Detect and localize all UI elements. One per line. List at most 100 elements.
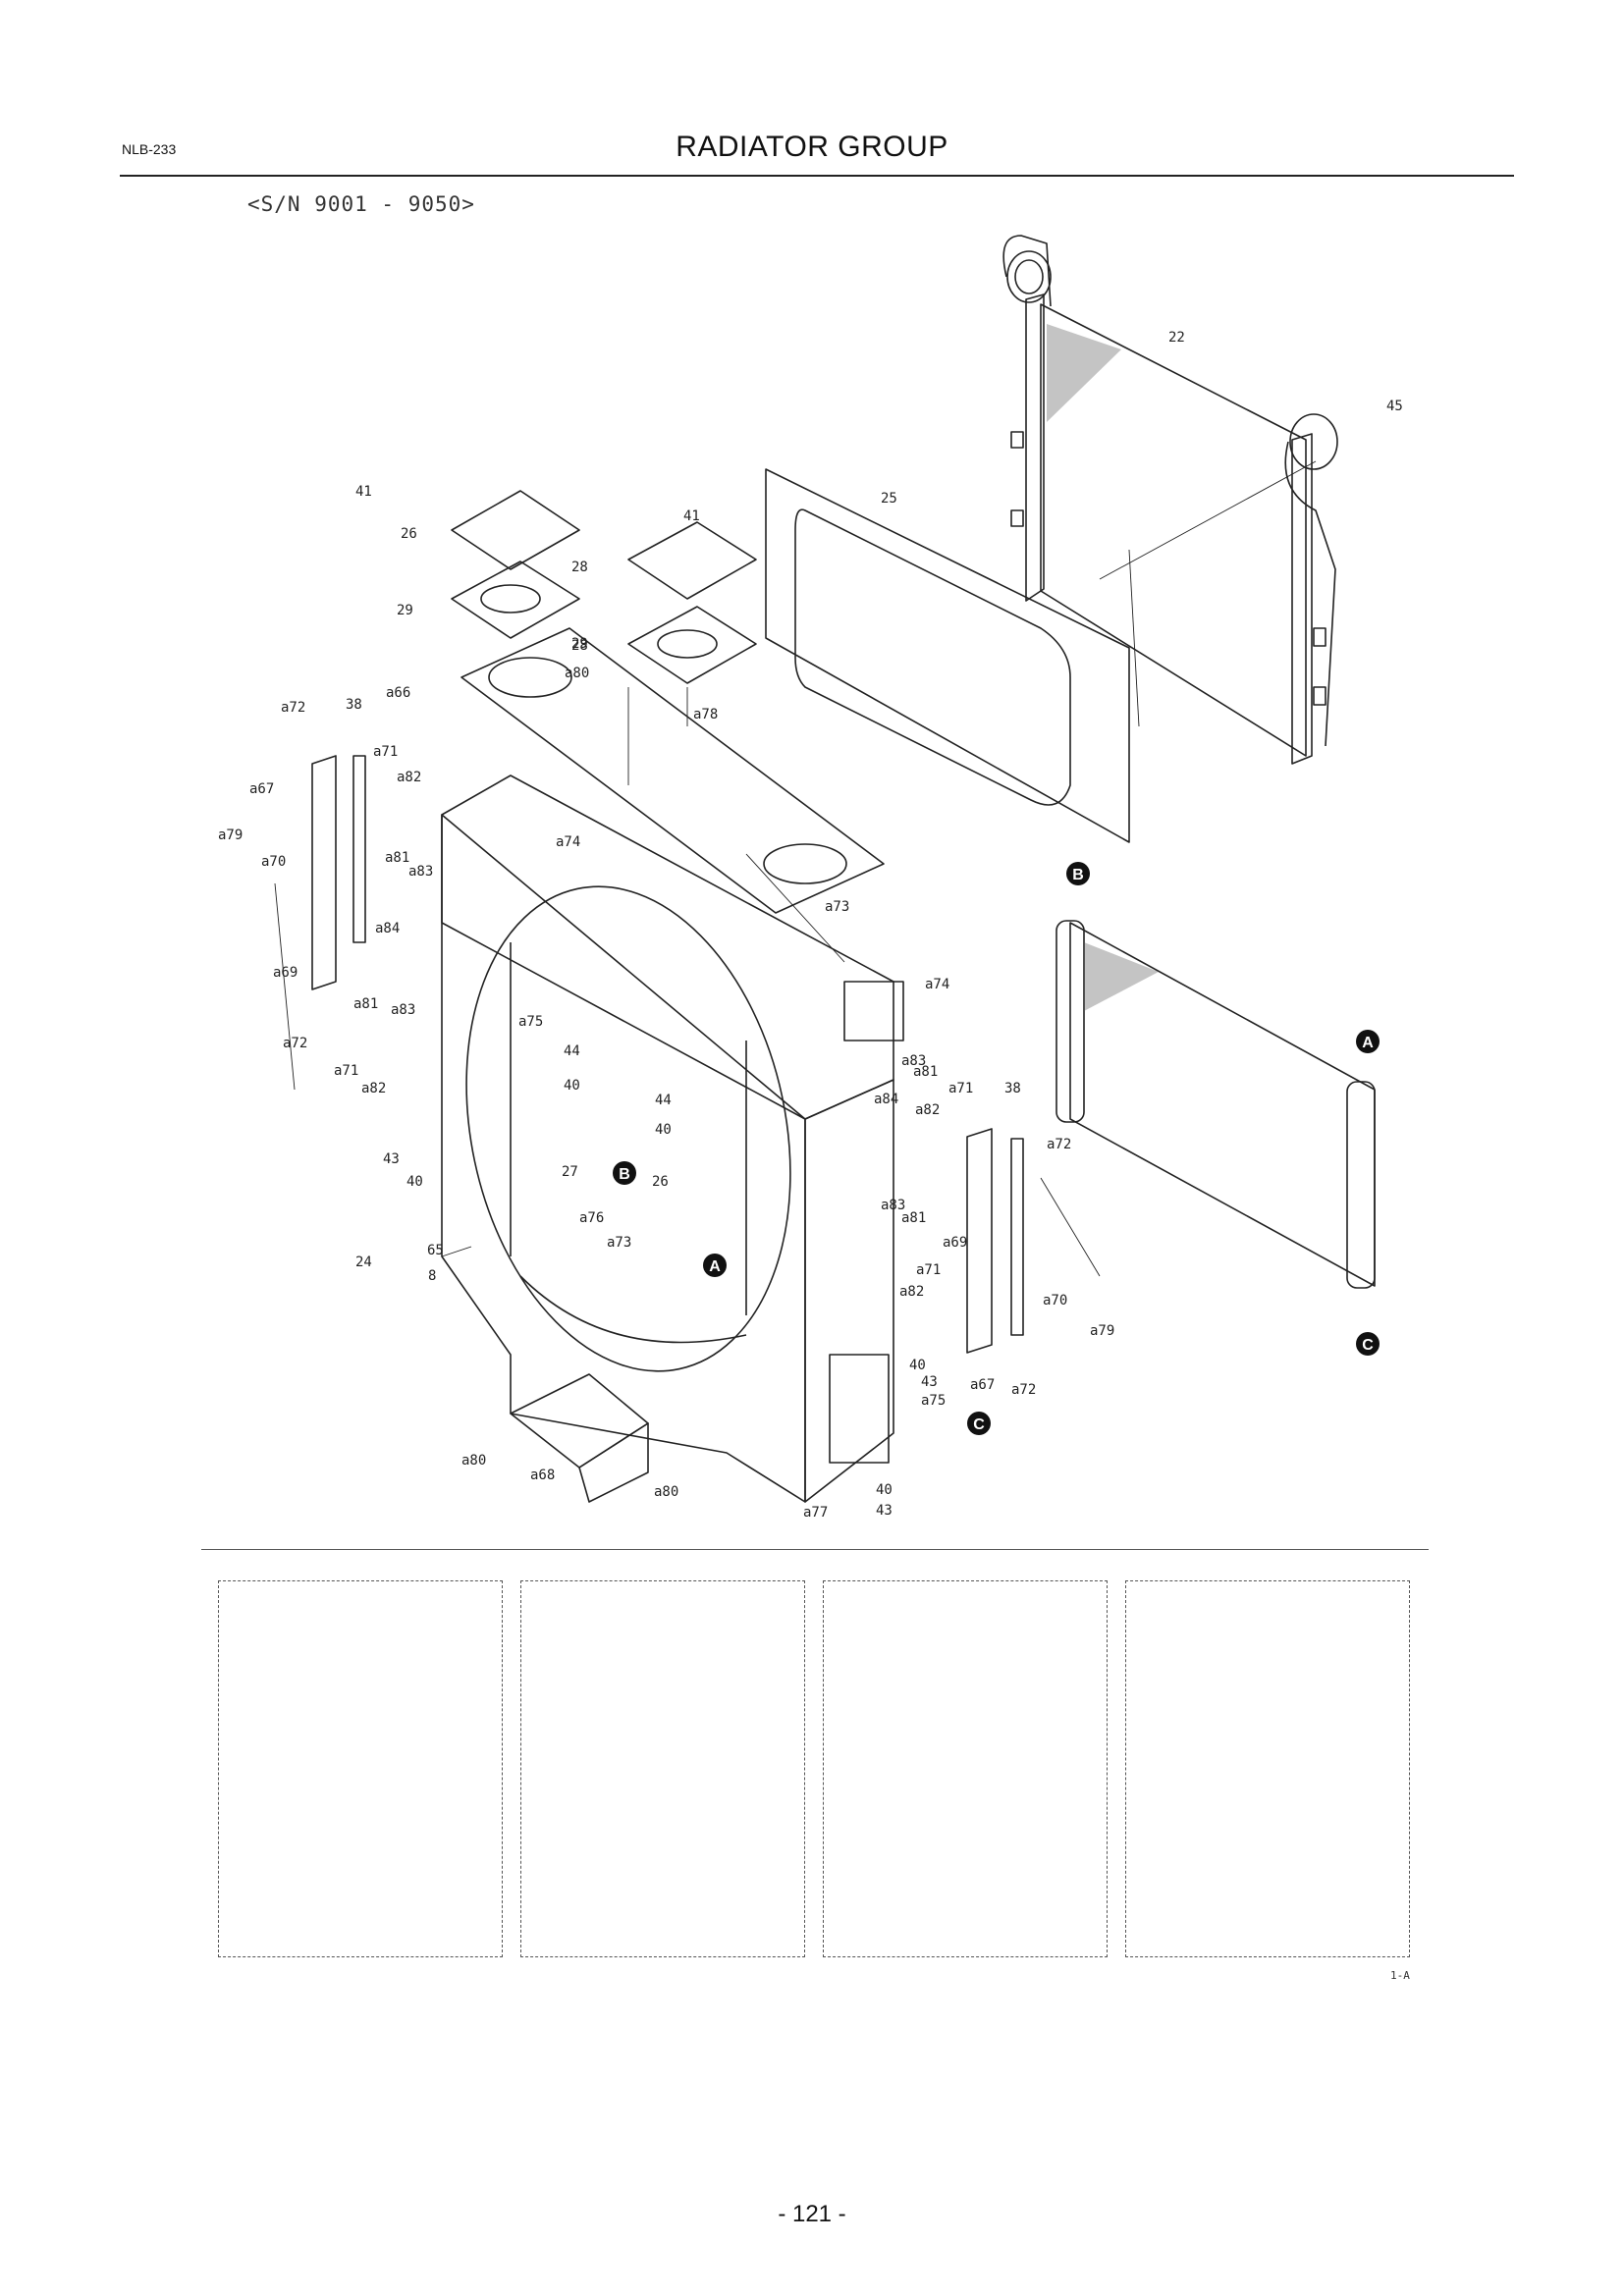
callout-40: 40 [876,1482,893,1498]
callout-41: 41 [355,484,372,500]
callout-43: 43 [876,1503,893,1519]
ref-marker-a [1356,1030,1380,1053]
ref-marker-b [613,1161,636,1185]
callout-a77: a77 [803,1505,828,1521]
callout-44: 44 [655,1093,672,1108]
callout-a72: a72 [1047,1137,1071,1152]
page-title: RADIATOR GROUP [676,131,948,163]
callout-a76: a76 [579,1210,604,1226]
callout-a83: a83 [901,1053,926,1069]
figure-reference: 1-A [1390,1969,1410,1982]
callout-43: 43 [921,1374,938,1390]
callout-a73: a73 [825,899,849,915]
callout-a81: a81 [353,996,378,1012]
callout-a66: a66 [386,685,410,701]
callout-a84: a84 [375,921,400,936]
callout-a81: a81 [385,850,409,866]
callout-29: 29 [397,603,413,618]
serial-range: <S/N 9001 - 9050> [247,192,475,216]
callout-a82: a82 [915,1102,940,1118]
callout-a71: a71 [334,1063,358,1079]
top-plate [460,627,885,914]
callout-8: 8 [428,1268,436,1284]
callout-a74: a74 [556,834,580,850]
callout-a82: a82 [361,1081,386,1096]
callout-38: 38 [1004,1081,1021,1096]
callout-a72: a72 [281,700,305,716]
ref-marker-b [1066,862,1090,885]
callout-a78: a78 [693,707,718,722]
top-gaskets [451,490,757,684]
ref-marker-c [1356,1332,1380,1356]
ref-marker-label: C [973,1416,985,1433]
callout-a70: a70 [1043,1293,1067,1308]
callout-43: 43 [383,1151,400,1167]
callout-a69: a69 [273,965,298,981]
section-divider [201,1549,1429,1550]
notes-box-2 [520,1580,805,1957]
callout-40: 40 [564,1078,580,1094]
callout-a79: a79 [218,828,243,843]
shroud-plate [765,468,1130,843]
callout-40: 40 [406,1174,423,1190]
callout-a82: a82 [397,770,421,785]
callout-27: 27 [562,1164,578,1180]
callout-a71: a71 [373,744,398,760]
callout-a75: a75 [921,1393,946,1409]
callout-41: 41 [683,508,700,524]
callout-28: 28 [571,638,588,654]
callout-a74: a74 [925,977,949,992]
callout-22: 22 [1168,330,1185,346]
ref-marker-label: C [1362,1337,1374,1354]
callout-26: 26 [401,526,417,542]
callout-25: 25 [881,491,897,507]
callout-a68: a68 [530,1468,555,1483]
callout-40: 40 [909,1358,926,1373]
callout-a83: a83 [391,1002,415,1018]
callout-a80: a80 [654,1484,678,1500]
callout-a75: a75 [518,1014,543,1030]
lower-bracket [510,1373,649,1503]
callout-a73: a73 [607,1235,631,1251]
callout-a81: a81 [901,1210,926,1226]
callout-24: 24 [355,1255,372,1270]
document-code: NLB-233 [122,141,177,157]
callout-a67: a67 [970,1377,995,1393]
callout-44: 44 [564,1043,580,1059]
callout-26: 26 [652,1174,669,1190]
page-number: - 121 - [778,2201,846,2227]
callout-a80: a80 [565,666,589,681]
side-brackets [311,755,1024,1354]
callout-a83: a83 [408,864,433,880]
ref-marker-c [967,1412,991,1435]
radiator-frame [441,774,904,1503]
notes-box-1 [218,1580,503,1957]
ref-marker-label: B [619,1166,630,1183]
callout-45: 45 [1386,399,1403,414]
callout-a83: a83 [881,1198,905,1213]
ref-marker-a [703,1254,727,1277]
ref-marker-label: A [709,1258,721,1275]
notes-box-4 [1125,1580,1410,1957]
notes-box-3 [823,1580,1108,1957]
callout-a72: a72 [283,1036,307,1051]
callout-a69: a69 [943,1235,967,1251]
callout-a84: a84 [874,1092,898,1107]
ref-marker-label: B [1072,867,1084,883]
callout-a81: a81 [913,1064,938,1080]
callout-a80: a80 [461,1453,486,1468]
callout-65: 65 [427,1243,444,1258]
callout-40: 40 [655,1122,672,1138]
callout-a71: a71 [916,1262,941,1278]
callout-a71: a71 [948,1081,973,1096]
callout-a70: a70 [261,854,286,870]
callout-38: 38 [346,697,362,713]
intercooler [1002,235,1338,765]
callout-29: 29 [571,636,588,652]
callout-a72: a72 [1011,1382,1036,1398]
callout-28: 28 [571,560,588,575]
header-rule [120,175,1514,177]
ref-marker-label: A [1362,1035,1374,1051]
callout-a67: a67 [249,781,274,797]
